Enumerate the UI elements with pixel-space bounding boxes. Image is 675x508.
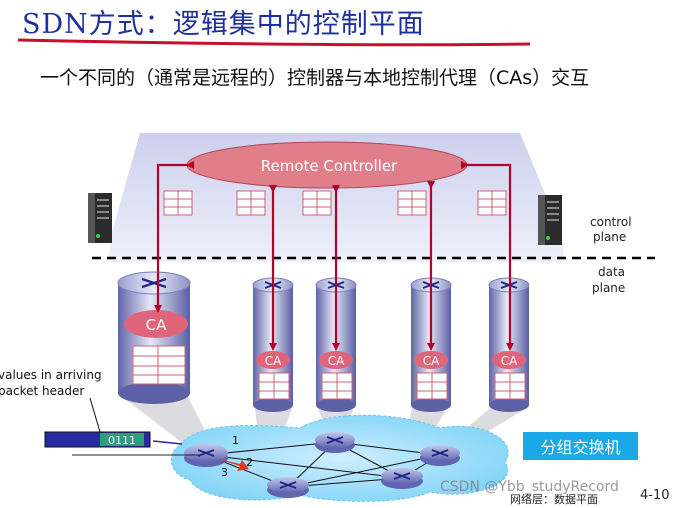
router-2: [315, 432, 355, 453]
packet-header-label-line2: packet header: [0, 384, 84, 398]
router-5: [381, 468, 423, 489]
data-plane-label-line1: data: [598, 265, 625, 279]
port-label-1: 1: [232, 434, 239, 447]
slide-subtitle: 一个不同的（通常是远程的）控制器与本地控制代理（CAs）交互: [40, 64, 665, 92]
packet-arrow: [153, 441, 182, 444]
router-3: [420, 445, 460, 466]
page-number: 4-10: [640, 488, 670, 503]
control-plane-label-line1: control: [590, 215, 632, 229]
packet-header-label-line1: values in arriving: [0, 368, 102, 382]
svg-text:CA: CA: [423, 354, 440, 368]
control-plane-label-line2: plane: [593, 230, 626, 244]
controller-table-1: [164, 191, 192, 215]
packet-value: 0111: [108, 434, 136, 447]
controller-table-3: [303, 191, 331, 215]
controller-table-2: [237, 191, 265, 215]
port-label-3: 3: [221, 466, 228, 479]
server-icon-left: [88, 193, 112, 243]
svg-text:CA: CA: [265, 354, 282, 368]
router-4: [267, 477, 309, 498]
title-underline: [18, 40, 530, 45]
svg-text:CA: CA: [501, 354, 518, 368]
svg-text:CA: CA: [146, 316, 167, 334]
switch-big: CA: [118, 272, 190, 404]
port-label-2: 2: [246, 456, 253, 469]
packet: 0111: [45, 432, 150, 447]
svg-text:CA: CA: [328, 354, 345, 368]
data-plane-label-line2: plane: [592, 281, 625, 295]
controller-table-4: [398, 191, 426, 215]
packet-header-pointer: [90, 398, 100, 432]
controller-table-5: [478, 191, 506, 215]
remote-controller-label: Remote Controller: [261, 157, 398, 175]
server-icon-right: [538, 195, 562, 245]
packet-switch-badge: 分组交换机: [523, 432, 638, 460]
footer-chapter: 网络层：数据平面: [510, 491, 598, 507]
